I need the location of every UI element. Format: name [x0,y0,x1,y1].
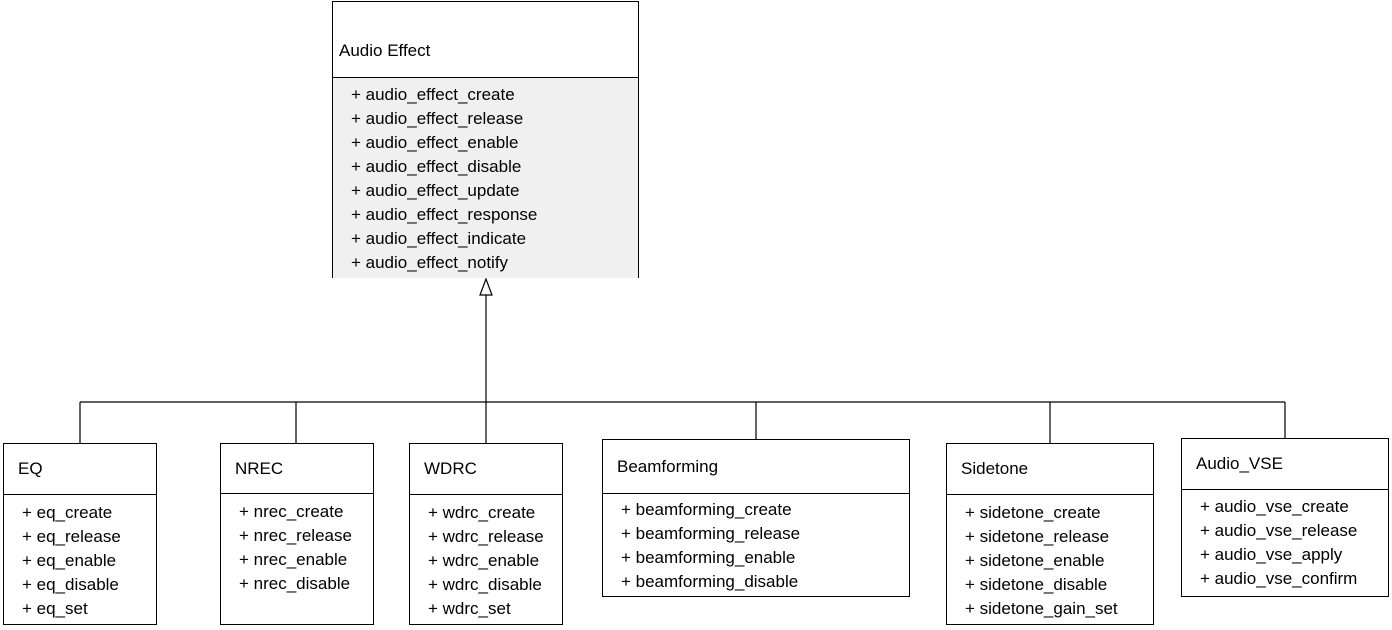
method-item: + beamforming_create [621,500,792,519]
method-list: + wdrc_create + wdrc_release + wdrc_enab… [410,495,562,621]
method-item: + eq_enable [22,551,117,570]
method-item: + nrec_enable [239,550,348,569]
method-item: + audio_vse_confirm [1200,569,1358,588]
method-item: + nrec_create [239,502,344,521]
method-item: + audio_effect_create [351,85,515,104]
method-item: + eq_create [22,503,113,522]
method-item: + wdrc_set [428,599,511,618]
method-item: + wdrc_create [428,503,536,522]
method-list: + sidetone_create + sidetone_release + s… [947,495,1153,621]
method-item: + sidetone_disable [965,575,1108,594]
method-item: + audio_vse_apply [1200,545,1343,564]
method-item: + eq_release [22,527,121,546]
method-item: + beamforming_release [621,524,801,543]
method-item: + audio_vse_release [1200,521,1358,540]
method-item: + wdrc_release [428,527,544,546]
method-item: + sidetone_enable [965,551,1105,570]
method-item: + audio_effect_indicate [351,229,527,248]
method-item: + audio_effect_update [351,181,520,200]
method-item: + eq_set [22,599,88,618]
class-audio-effect[interactable]: Audio Effect + audio_effect_create + aud… [332,1,639,278]
method-item: + sidetone_gain_set [965,599,1118,618]
method-item: + sidetone_release [965,527,1110,546]
class-wdrc[interactable]: WDRC + wdrc_create + wdrc_release + wdrc… [409,443,563,625]
class-name: EQ [4,444,156,495]
class-name: WDRC [410,444,562,495]
method-item: + nrec_disable [239,574,351,593]
method-list: + beamforming_create + beamforming_relea… [603,494,909,594]
method-item: + beamforming_disable [621,572,799,591]
method-item: + nrec_release [239,526,352,545]
class-beamforming[interactable]: Beamforming + beamforming_create + beamf… [602,439,910,597]
inheritance-arrowhead-icon [479,277,493,296]
method-item: + beamforming_enable [621,548,796,567]
class-name: Sidetone [947,444,1153,495]
method-list: + audio_vse_create + audio_vse_release +… [1182,490,1388,591]
class-audio-vse[interactable]: Audio_VSE + audio_vse_create + audio_vse… [1181,438,1389,597]
method-item: + audio_effect_notify [351,253,509,272]
method-item: + audio_effect_release [351,109,524,128]
method-item: + audio_effect_enable [351,133,519,152]
method-list: + eq_create + eq_release + eq_enable + e… [4,495,156,621]
method-item: + eq_disable [22,575,119,594]
method-item: + wdrc_enable [428,551,540,570]
class-sidetone[interactable]: Sidetone + sidetone_create + sidetone_re… [946,443,1154,625]
method-item: + sidetone_create [965,503,1101,522]
method-item: + audio_effect_response [351,205,538,224]
class-name: NREC [221,444,373,494]
method-item: + audio_effect_disable [351,157,522,176]
class-eq[interactable]: EQ + eq_create + eq_release + eq_enable … [3,443,157,625]
method-list: + audio_effect_create + audio_effect_rel… [333,78,638,278]
method-item: + audio_vse_create [1200,497,1349,516]
class-name: Audio Effect [333,2,638,78]
class-name: Beamforming [603,440,909,494]
class-nrec[interactable]: NREC + nrec_create + nrec_release + nrec… [220,443,374,625]
class-name: Audio_VSE [1182,439,1388,490]
method-item: + wdrc_disable [428,575,542,594]
method-list: + nrec_create + nrec_release + nrec_enab… [221,494,373,596]
